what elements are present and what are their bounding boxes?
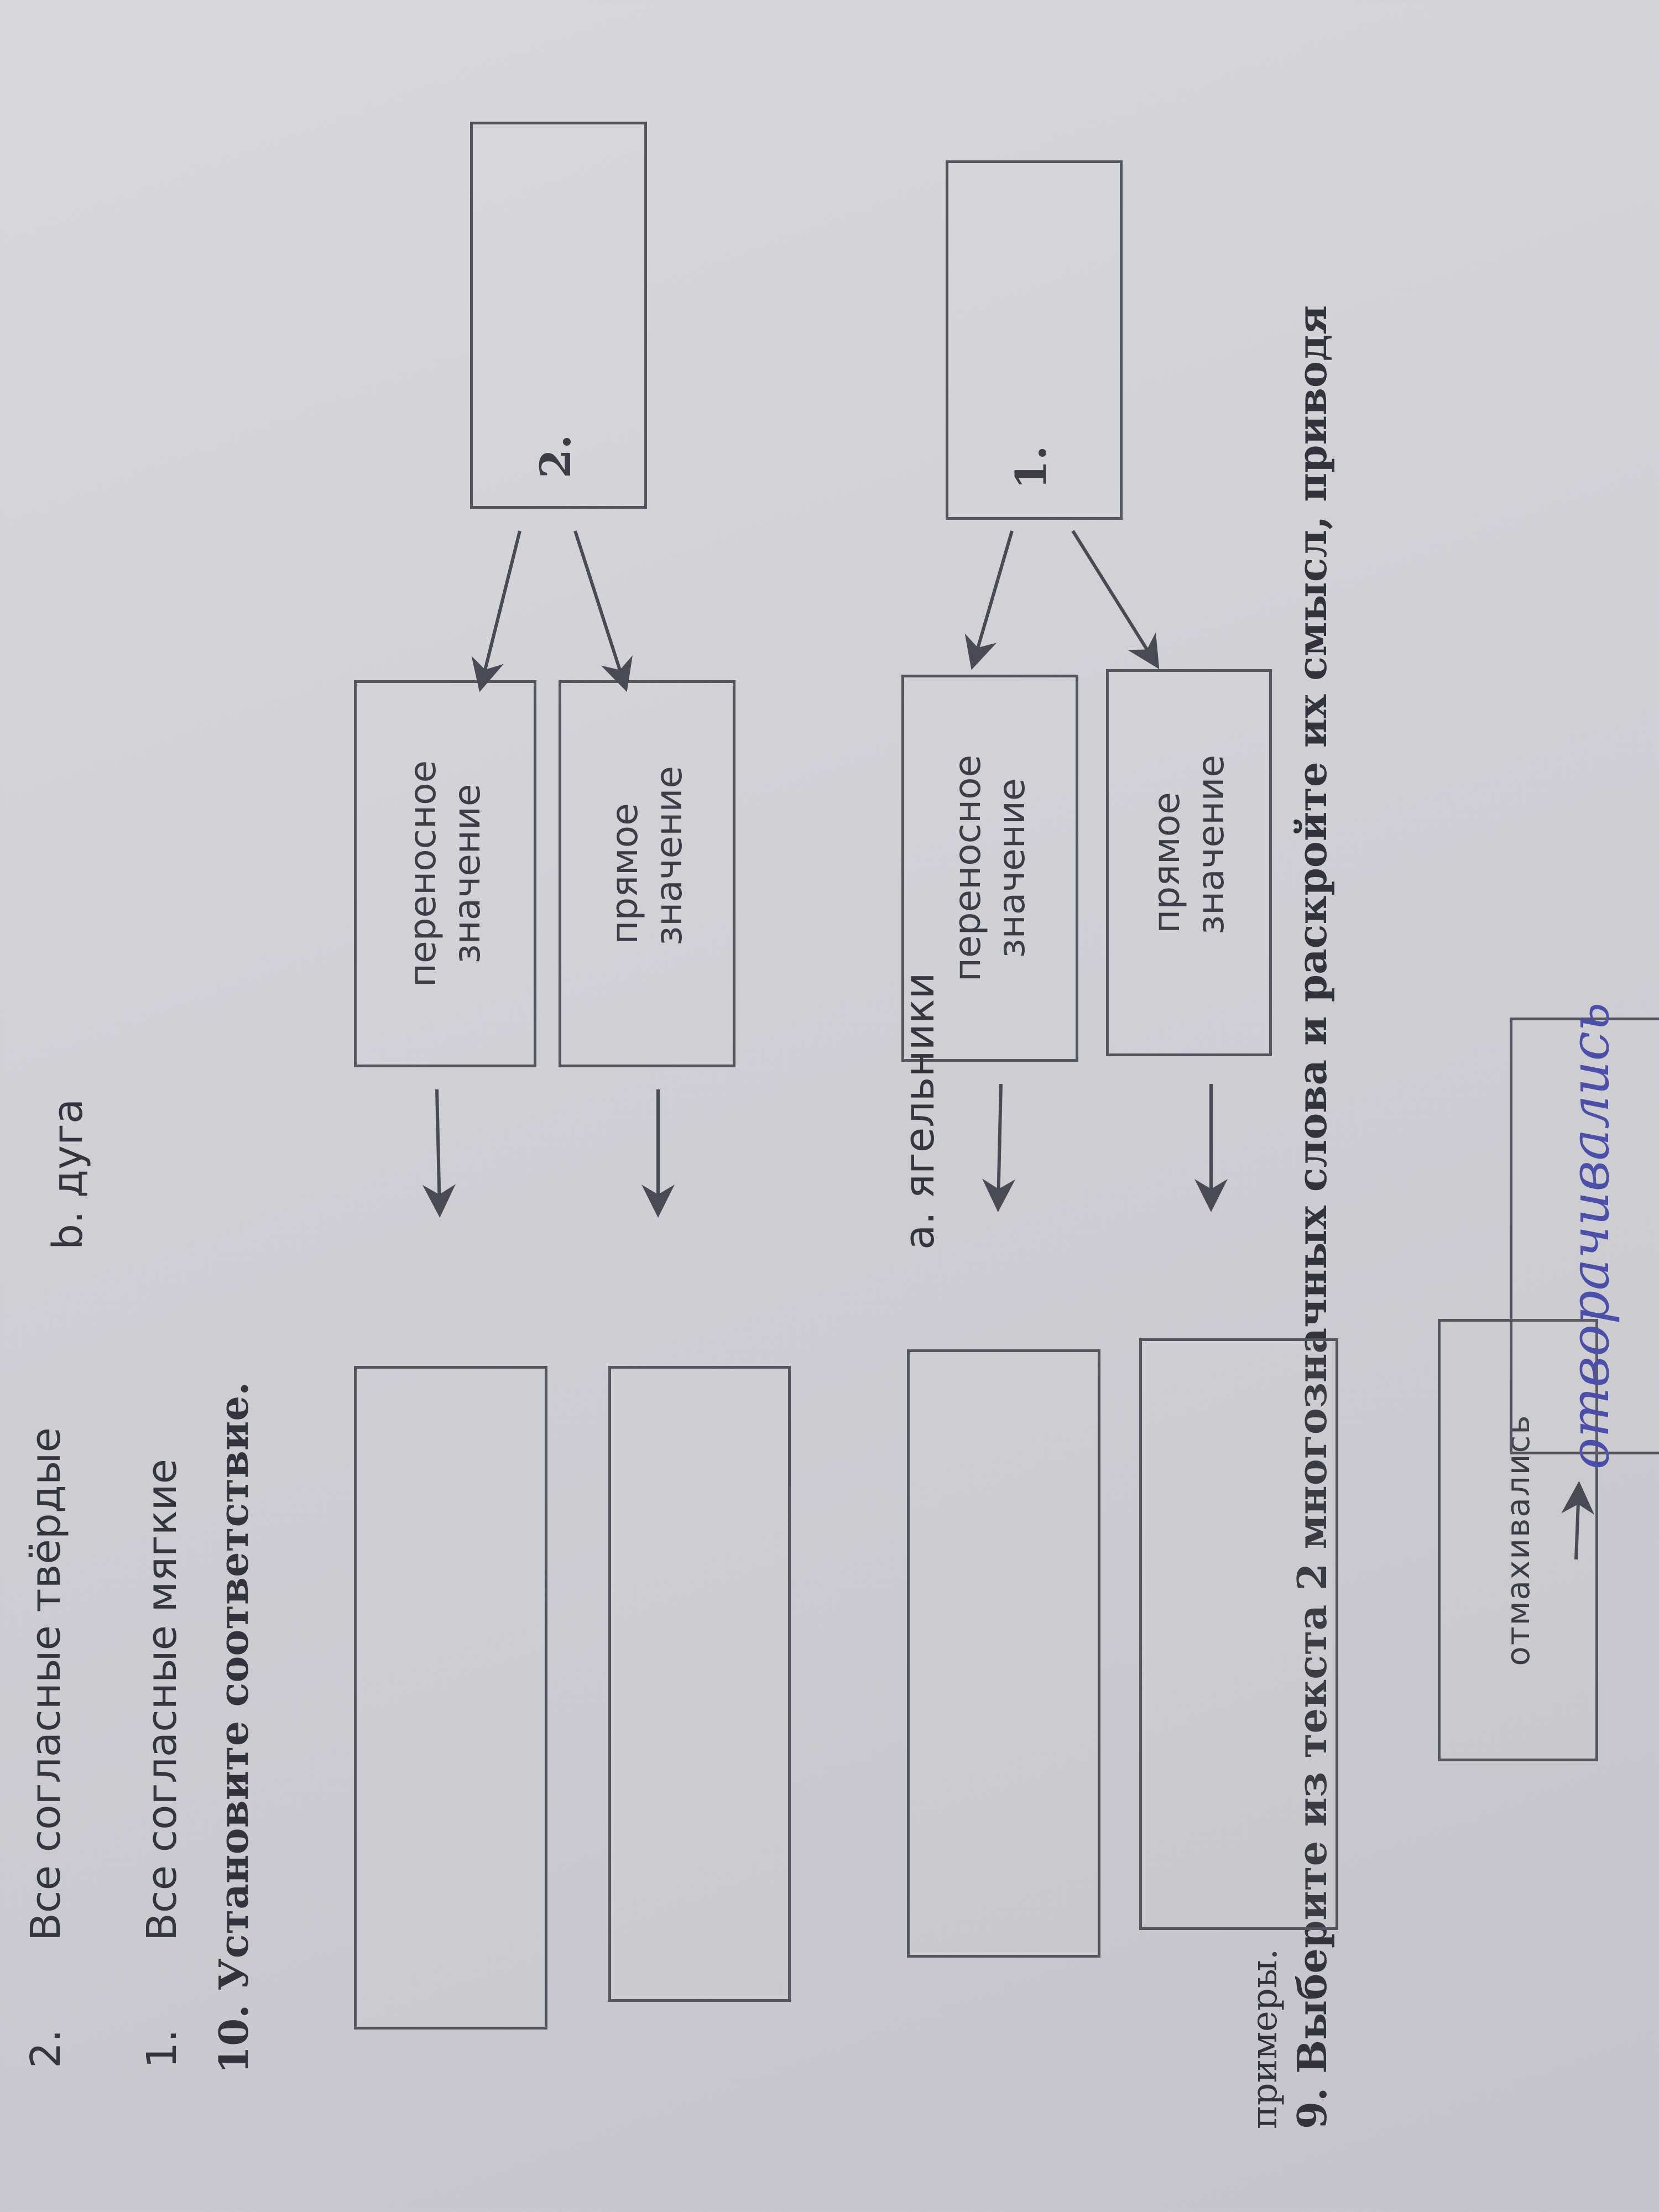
task10-item2-number: 2. — [22, 2029, 70, 2068]
arrow-w2f-answer — [422, 1089, 456, 1218]
task10-answer-b: b. дуга — [44, 1098, 92, 1250]
arrow-word1-direct — [1071, 530, 1160, 670]
arrow-word2-direct — [573, 530, 633, 692]
task10-answer-a: а. ягельники — [896, 972, 943, 1250]
task10-item1: Все согласные мягкие — [138, 1458, 186, 1941]
task10-title: 10. Установите соответствие. — [210, 1381, 257, 2074]
task10-item2: Все согласные твёрдые — [22, 1427, 70, 1941]
arrow-left-to-right — [1561, 1481, 1595, 1560]
task10-item1-number: 1. — [138, 2029, 186, 2068]
arrow-word1-figurative — [964, 530, 1014, 670]
arrow-w1f-answer — [982, 1083, 1016, 1212]
arrow-word2-figurative — [471, 530, 521, 692]
